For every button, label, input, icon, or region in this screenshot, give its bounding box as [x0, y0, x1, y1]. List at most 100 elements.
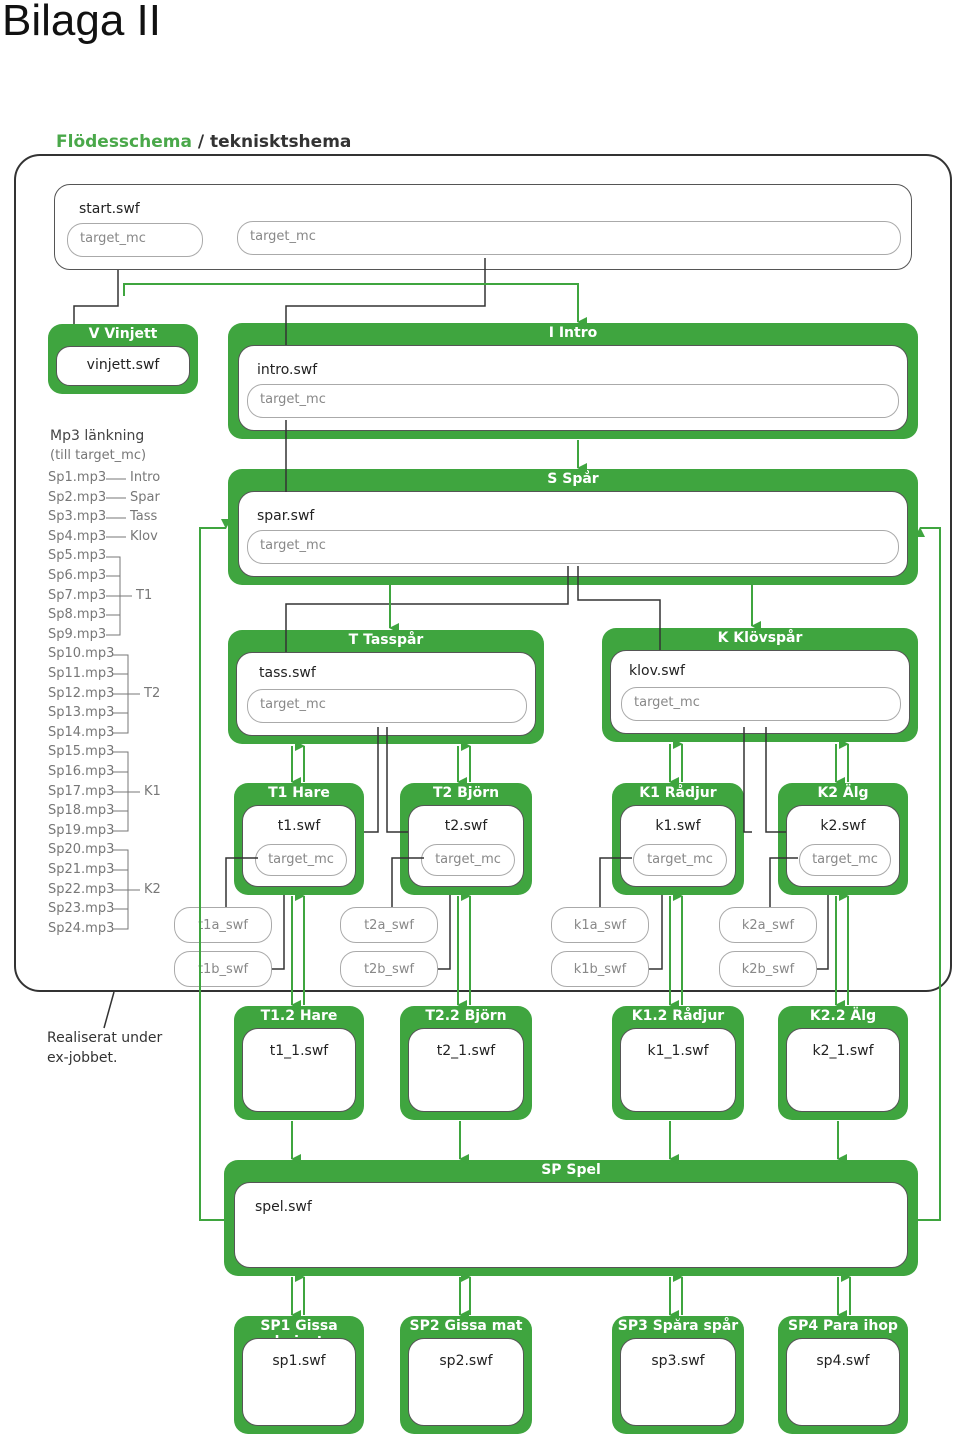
wire-t2-pillb	[438, 895, 451, 970]
spar-target: target_mc	[247, 530, 899, 564]
mp3-heading: Mp3 länkning	[50, 428, 145, 444]
sub2-t1-node: T1.2 Hare t1_1.swf	[234, 1006, 364, 1120]
sub2-t1-title: T1.2 Hare	[260, 1008, 338, 1024]
sub-k2-node: K2 Älg k2.swf target_mc	[778, 783, 908, 895]
game-sp4-inner: sp4.swf	[786, 1338, 900, 1426]
intro-title: I Intro	[548, 325, 598, 341]
klov-inner: klov.swf target_mc	[610, 650, 910, 734]
vinjett-title: V Vinjett	[88, 326, 158, 342]
wire-t1-pilla	[225, 857, 258, 907]
sub2-k1-inner: k1_1.swf	[620, 1028, 736, 1112]
pill-t2a: t2a_swf	[340, 907, 438, 943]
mp3-item: Sp16.mp3	[48, 764, 115, 779]
sub-k2-title: K2 Älg	[817, 785, 869, 801]
sub2-t2-file-label: t2_1.swf	[436, 1043, 496, 1059]
game-sp1-inner: sp1.swf	[242, 1338, 356, 1426]
mp3-item: Sp13.mp3	[48, 705, 115, 721]
mp3-item: Sp21.mp3	[48, 862, 115, 877]
game-sp3-inner: sp3.swf	[620, 1338, 736, 1426]
mp3-item: Sp19.mp3	[48, 822, 115, 838]
tass-inner: tass.swf target_mc	[236, 652, 536, 736]
arrow-spel-spar-right	[915, 527, 941, 1221]
start-target-a: target_mc	[67, 223, 203, 257]
wire-spar-klov	[577, 566, 661, 650]
heading-technical: teknisktshema	[210, 132, 352, 152]
mp3-brackets	[106, 478, 140, 930]
spar-title: S Spår	[547, 471, 599, 487]
wire-note-pointer	[103, 991, 115, 1029]
mp3-item: Sp3.mp3	[48, 509, 107, 525]
intro-node: I Intro intro.swf target_mc	[228, 323, 918, 439]
mp3-item: Sp18.mp3	[48, 803, 115, 819]
spel-node: SP Spel spel.swf	[224, 1160, 918, 1276]
page-title: Bilaga II	[2, 0, 161, 45]
sub2-k2-inner: k2_1.swf	[786, 1028, 900, 1112]
sub-k2-inner: k2.swf target_mc	[786, 805, 900, 887]
mp3-item: Sp17.mp3	[48, 783, 115, 799]
wire-t2-pilla	[391, 857, 424, 907]
arrow-spel-spar-left	[199, 519, 231, 1221]
mp3-item: Sp15.mp3	[48, 744, 115, 760]
sub2-k2-node: K2.2 Älg k2_1.swf	[778, 1006, 908, 1120]
tass-file-label: tass.swf	[259, 665, 316, 681]
sub-t1-title: T1 Hare	[268, 785, 330, 801]
mp3-group-label: K1	[144, 783, 161, 799]
mp3-group-label: K2	[144, 881, 161, 897]
mp3-item: Sp6.mp3	[48, 568, 107, 583]
sub2-t2-node: T2.2 Björn t2_1.swf	[400, 1006, 532, 1120]
sub2-t2-title: T2.2 Björn	[425, 1008, 507, 1024]
heading-separator: /	[191, 132, 210, 152]
sub2-t1-inner: t1_1.swf	[242, 1028, 356, 1112]
vinjett-file-label: vinjett.swf	[86, 357, 160, 373]
tass-node: T Tasspår tass.swf target_mc	[228, 630, 544, 744]
klov-node: K Klövspår klov.swf target_mc	[602, 628, 918, 742]
game-sp3-node: SP3 Spåra spår sp3.swf	[612, 1316, 744, 1434]
mp3-item: Sp7.mp3	[48, 587, 107, 603]
mp3-item: Sp12.mp3	[48, 685, 115, 701]
diagram-heading: Flödesschema / teknisktshema	[56, 132, 351, 152]
tass-title: T Tasspår	[348, 632, 424, 648]
spar-file-label: spar.swf	[257, 508, 315, 524]
spel-inner: spel.swf	[234, 1182, 908, 1268]
mp3-item: Sp9.mp3	[48, 626, 107, 642]
mp3-item: Sp14.mp3	[48, 724, 115, 740]
klov-title: K Klövspår	[717, 630, 803, 646]
sub-t1-node: T1 Hare t1.swf target_mc	[234, 783, 364, 895]
wire-t1-pillb	[272, 895, 285, 970]
mp3-link-label: Spar	[130, 489, 160, 505]
game-sp1-file-label: sp1.swf	[272, 1353, 326, 1369]
sub2-k2-title: K2.2 Älg	[809, 1008, 877, 1024]
sub-k1-inner: k1.swf target_mc	[620, 805, 736, 887]
note-line-1: Realiserat under	[47, 1030, 163, 1046]
pill-t1b: t1b_swf	[174, 951, 272, 987]
game-sp2-title: SP2 Gissa mat	[409, 1318, 523, 1334]
game-sp2-file-label: sp2.swf	[439, 1353, 493, 1369]
mp3-item: Sp2.mp3	[48, 489, 107, 505]
spar-inner: spar.swf target_mc	[238, 491, 908, 577]
sub2-t2-inner: t2_1.swf	[408, 1028, 524, 1112]
mp3-item: Sp23.mp3	[48, 901, 115, 917]
ex-jobb-frame	[14, 154, 952, 992]
mp3-subheading: (till target_mc)	[50, 448, 147, 463]
spel-title: SP Spel	[541, 1162, 601, 1178]
pill-t2b: t2b_swf	[340, 951, 438, 987]
sub-k1-target: target_mc	[633, 844, 727, 876]
spel-file-label: spel.swf	[255, 1199, 312, 1215]
pill-k1b: k1b_swf	[551, 951, 649, 987]
game-sp4-node: SP4 Para ihop sp4.swf	[778, 1316, 908, 1434]
spar-node: S Spår spar.swf target_mc	[228, 469, 918, 585]
game-sp3-file-label: sp3.swf	[651, 1353, 705, 1369]
sub2-k1-title: K1.2 Rådjur	[631, 1008, 725, 1024]
wire-k1-pilla	[599, 857, 632, 907]
pill-t1a: t1a_swf	[174, 907, 272, 943]
game-sp3-title: SP3 Spåra spår	[617, 1318, 739, 1334]
klov-file-label: klov.swf	[629, 663, 685, 679]
wire-k1-pillb	[649, 895, 663, 970]
arrow-start-intro	[123, 283, 587, 327]
heading-flowchart: Flödesschema	[56, 132, 192, 152]
mp3-group-label: T2	[144, 685, 161, 701]
sub-t1-file-label: t1.swf	[277, 818, 321, 834]
intro-file-label: intro.swf	[257, 362, 318, 378]
sub-t2-inner: t2.swf target_mc	[408, 805, 524, 887]
wire-k2-pilla	[769, 857, 798, 907]
